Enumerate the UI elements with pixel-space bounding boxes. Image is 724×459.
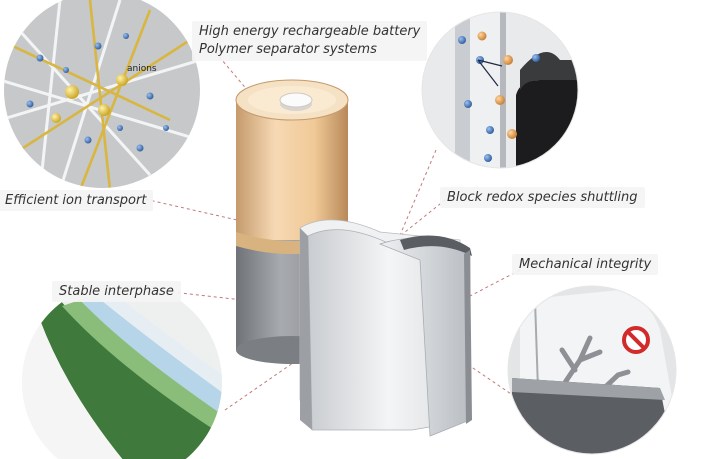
no-entry-icon: [622, 326, 650, 354]
title-label: High energy rechargeable battery Polymer…: [192, 21, 428, 61]
leader-bl-circle: [224, 319, 356, 411]
mechanical-zoom-circle: [508, 286, 676, 454]
anions-label: anions: [127, 64, 157, 74]
separator-sheets: [299, 219, 472, 437]
redox-block-zoom-circle: [422, 12, 578, 168]
block-redox-label: Block redox species shuttling: [440, 187, 645, 208]
leader-tr-circle: [397, 149, 437, 241]
interphase-zoom-circle: [22, 282, 222, 459]
ion-transport-zoom-circle: [4, 0, 200, 188]
mechanical-integrity-label: Mechanical integrity: [512, 254, 659, 275]
stable-interphase-label: Stable interphase: [52, 281, 181, 302]
title-line-1: High energy rechargeable battery: [199, 24, 421, 39]
title-line-2: Polymer separator systems: [199, 42, 377, 57]
ion-transport-label: Efficient ion transport: [0, 190, 154, 211]
